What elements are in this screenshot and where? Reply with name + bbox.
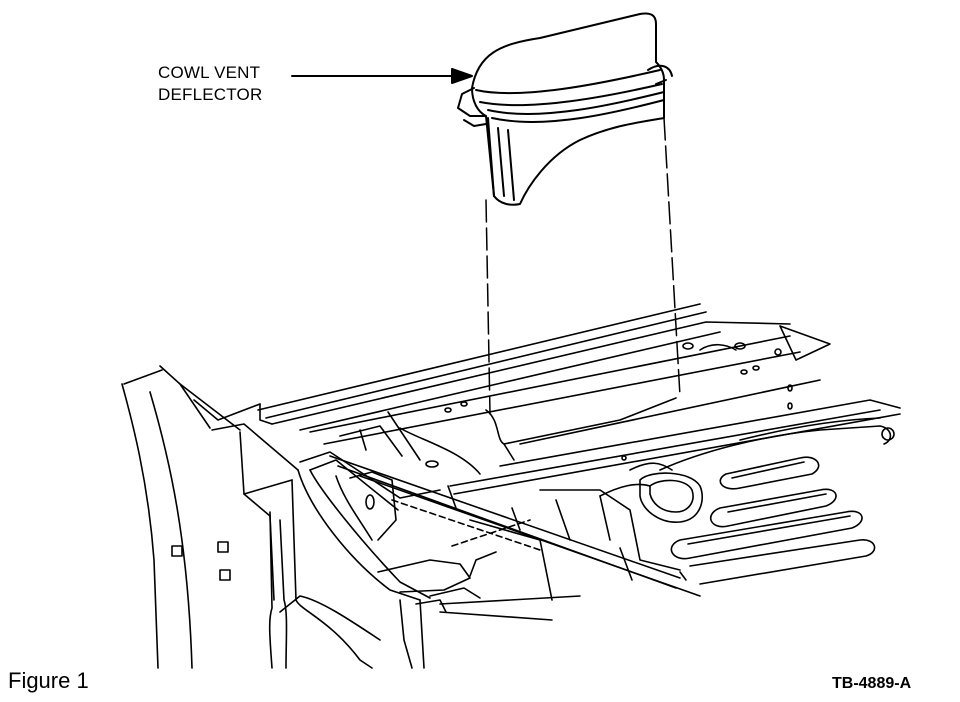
alignment-lines	[486, 118, 680, 414]
cowl-panel	[122, 304, 900, 668]
callout-label: COWL VENT DEFLECTOR	[158, 62, 262, 106]
figure-code: TB-4889-A	[832, 675, 912, 692]
cowl-vent-deflector	[458, 13, 672, 204]
callout-label-line2: DEFLECTOR	[158, 85, 263, 104]
callout-label-line1: COWL VENT	[158, 63, 261, 82]
callout-arrow	[292, 69, 472, 83]
figure-caption: Figure 1	[8, 668, 89, 693]
